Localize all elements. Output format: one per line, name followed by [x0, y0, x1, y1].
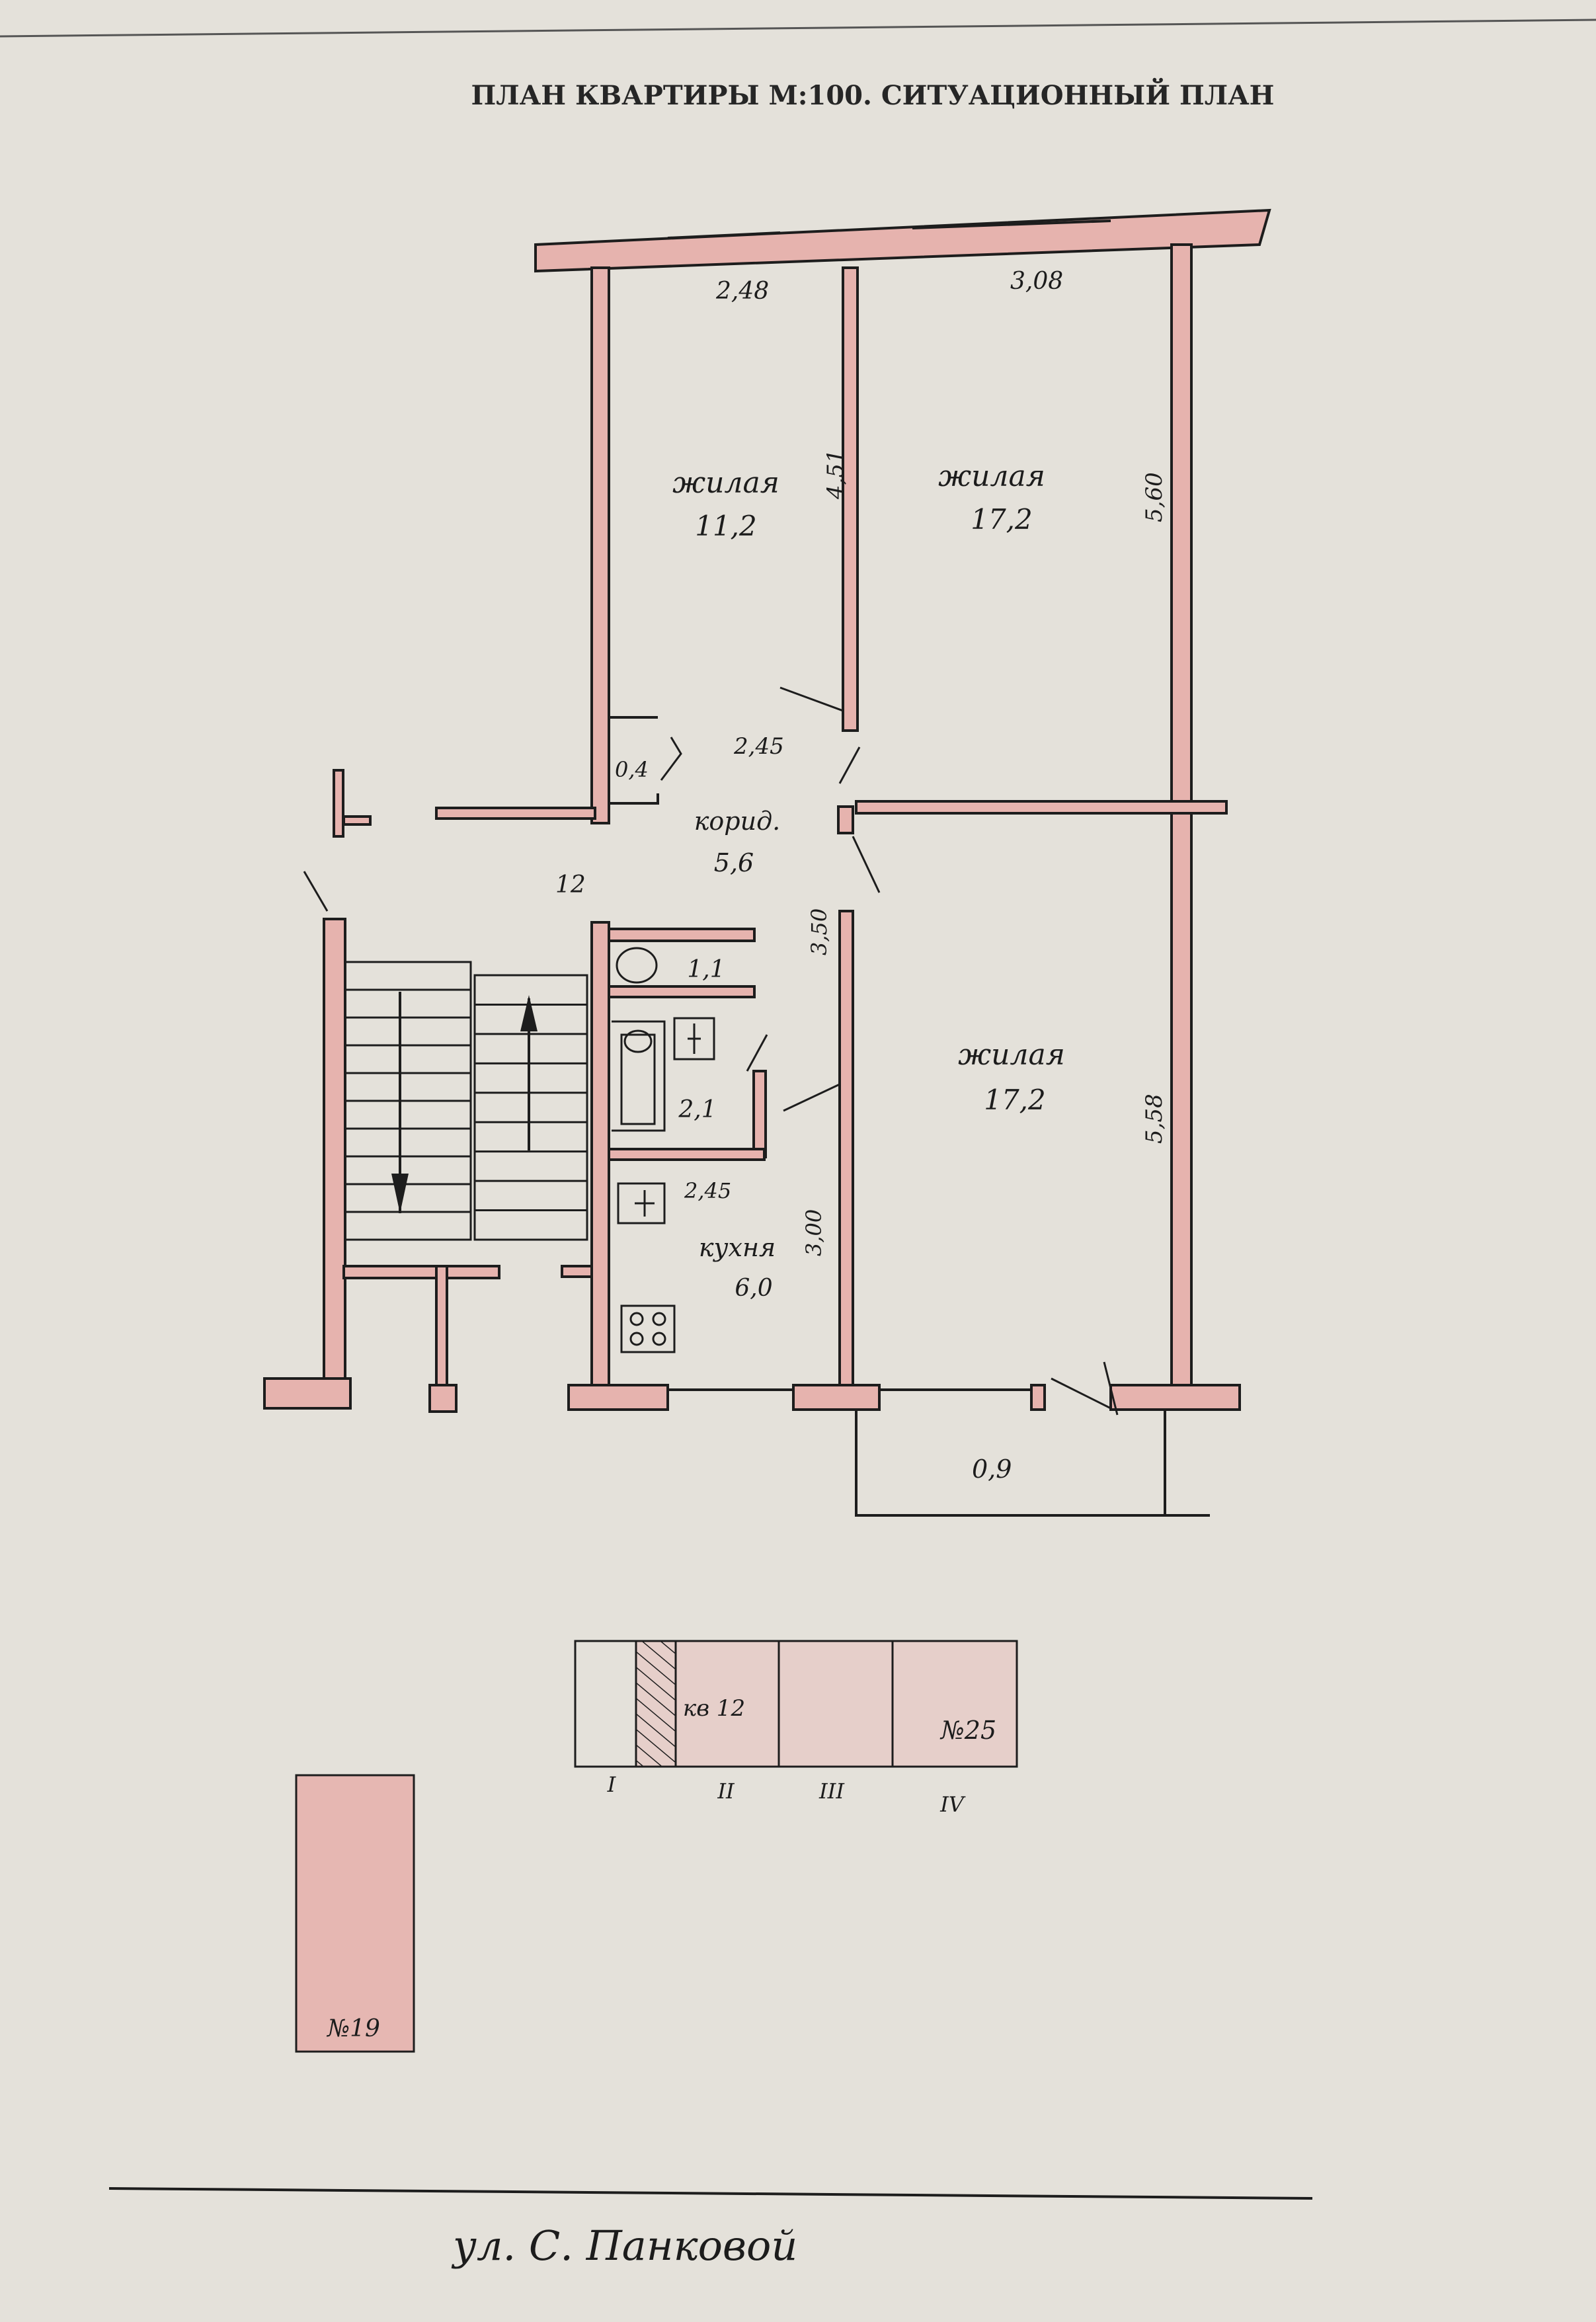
toilet-bath-wall — [608, 985, 756, 998]
stove-burner-3 — [629, 1332, 644, 1346]
dim-top-left: 2,48 — [715, 278, 769, 305]
window-1 — [667, 231, 781, 239]
right-exterior-wall — [1170, 243, 1193, 1390]
bathtub-outline — [612, 1020, 666, 1132]
window-2 — [912, 220, 1111, 229]
corridor-door-jamb — [837, 805, 854, 834]
street-name: ул. С. Панковой — [451, 2222, 797, 2270]
dim-corridor-width: 2,45 — [733, 733, 784, 760]
bathroom-area: 2,1 — [678, 1096, 716, 1123]
bath-kitchen-wall — [608, 1148, 766, 1161]
stair-landing-wall — [342, 1265, 500, 1279]
bath-door-swing — [746, 1034, 768, 1072]
room2-area: 17,2 — [971, 503, 1033, 536]
toilet-area: 1,1 — [687, 956, 725, 983]
toilet-top-wall — [608, 928, 756, 942]
corridor-door-swings — [838, 746, 881, 893]
dim-hall-depth: 3,50 — [807, 908, 832, 955]
corridor-left-wall — [435, 807, 596, 820]
kitchen-left-wall — [590, 921, 610, 1406]
bottom-wall-left — [567, 1384, 669, 1411]
room1-left-wall — [590, 266, 610, 824]
section-label-4: IV — [939, 1792, 966, 1817]
dim-room1-depth: 4,51 — [822, 449, 849, 500]
stove-burner-1 — [629, 1312, 644, 1326]
building-25-label: №25 — [939, 1716, 996, 1745]
kitchen-right-wall — [838, 910, 854, 1388]
stair-left-wall — [323, 918, 346, 1410]
stair-upper-wall — [333, 769, 344, 838]
partition-room2-room3 — [855, 800, 1228, 815]
stair-bottom-wall-left — [263, 1377, 352, 1410]
apartment-12-hatched — [635, 1640, 677, 1768]
room1-label: жилая — [672, 466, 779, 500]
washbasin-icon — [673, 1017, 715, 1061]
floor-plan: 2,48 3,08 4,51 5,60 2,45 0,4 12 3,50 2,4… — [263, 208, 1271, 1517]
stair-arrow-up — [520, 995, 538, 1031]
partition-room1-room2 — [842, 266, 859, 732]
apartment-label: кв 12 — [683, 1695, 745, 1722]
section-label-1: I — [607, 1772, 617, 1797]
situation-plan: кв 12 №25 I II III IV №19 ул. С. Панково… — [108, 1640, 1313, 2270]
building-19-label: №19 — [326, 2015, 380, 2042]
bottom-wall-right — [1109, 1384, 1241, 1411]
room3-door-swing — [783, 1083, 840, 1112]
section-label-2: II — [717, 1779, 735, 1804]
balcony-outline — [855, 1410, 1210, 1517]
kitchen-stove-icon — [620, 1304, 676, 1353]
dim-kitchen-width: 2,45 — [684, 1178, 731, 1203]
top-exterior-wall — [534, 208, 1271, 273]
street-line — [108, 2187, 1313, 2200]
bottom-wall-stub — [1030, 1384, 1046, 1411]
kitchen-sink-icon — [617, 1182, 666, 1224]
section-1-block — [574, 1640, 637, 1768]
stove-burner-4 — [652, 1332, 666, 1346]
stair-arrow-down — [391, 1174, 409, 1213]
dim-balcony-width: 0,9 — [972, 1455, 1012, 1484]
dim-kitchen-depth: 3,00 — [801, 1209, 826, 1256]
dim-right-upper: 5,60 — [1141, 472, 1168, 522]
page-title: ПЛАН КВАРТИРЫ М:100. СИТУАЦИОННЫЙ ПЛАН — [471, 78, 1275, 111]
balcony-door-swing — [1051, 1361, 1119, 1416]
toilet-fixture-icon — [616, 947, 658, 984]
bottom-wall-mid — [792, 1384, 881, 1411]
room2-door-swing — [779, 686, 844, 712]
room3-area: 17,2 — [984, 1084, 1046, 1116]
stair-upper-stub — [342, 815, 372, 826]
corridor-area: 5,6 — [714, 848, 754, 877]
stair-bottom-wall-mid — [428, 1384, 458, 1413]
stair-label: 12 — [555, 871, 586, 899]
section-label-3: III — [818, 1779, 845, 1804]
room3-label: жилая — [958, 1038, 1065, 1072]
kitchen-label: кухня — [699, 1233, 776, 1262]
dim-closet-area: 0,4 — [615, 757, 649, 782]
washbasin-tap-icon — [688, 1023, 701, 1054]
room2-label: жилая — [938, 460, 1045, 493]
top-edge-line — [0, 19, 1596, 38]
closet-door-swing — [660, 737, 682, 781]
building-19-outline — [295, 1774, 415, 2053]
dim-top-right: 3,08 — [1010, 268, 1063, 295]
corridor-label: корид. — [694, 807, 781, 836]
stair-door-swing — [303, 871, 329, 912]
bathtub-drain-icon — [623, 1029, 653, 1053]
dim-right-lower: 5,58 — [1141, 1094, 1168, 1144]
closet-walls — [609, 716, 659, 805]
kitchen-tap-icon — [635, 1190, 655, 1217]
staircase — [344, 961, 588, 1241]
bath-right-wall — [752, 1070, 767, 1158]
kitchen-area: 6,0 — [735, 1275, 772, 1302]
bathtub-inner — [620, 1033, 656, 1125]
stove-burner-2 — [652, 1312, 666, 1326]
room1-area: 11,2 — [695, 510, 757, 542]
